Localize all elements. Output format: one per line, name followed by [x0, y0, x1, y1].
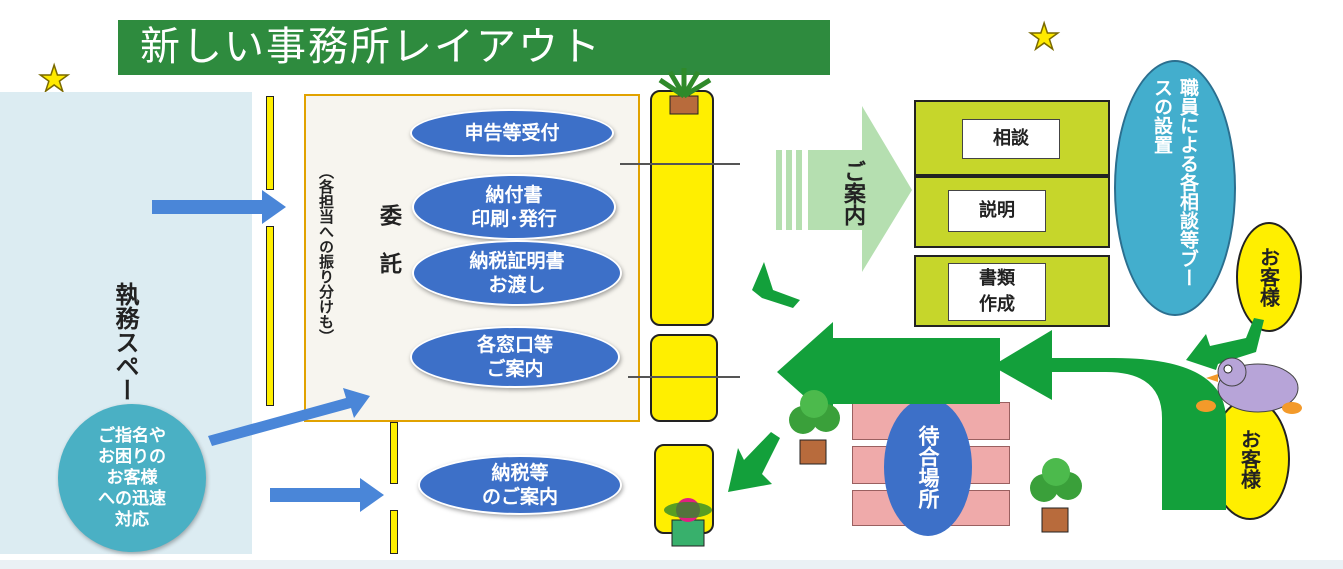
bird-mascot-icon [1196, 357, 1302, 414]
green-arrow [1186, 318, 1264, 370]
quick-response-circle: ご指名や お困りの お客様 への迅速 対応 [58, 404, 206, 552]
delegation-note: （各担当への振り分けも） [317, 164, 335, 344]
star-icon: ★ [1027, 17, 1061, 58]
green-arrow [728, 432, 780, 492]
booth-setup-oval: 職員による各相談等ブースの設置 [1114, 60, 1236, 316]
page-title: 新しい事務所レイアウト [118, 20, 830, 75]
booth-explain: 説明 [914, 176, 1110, 248]
counter-filing: 申告等受付 [410, 109, 614, 157]
blue-arrow [152, 190, 286, 224]
counter-label: のご案内 [481, 486, 558, 508]
counter-label: 申告等受付 [464, 122, 560, 144]
divider-rail [390, 422, 398, 484]
counter-label: お渡し [488, 274, 546, 296]
counter-label: 印刷･発行 [471, 208, 557, 230]
office-space-label: 執務スペース [111, 282, 139, 426]
quick-response-line: への迅速 [98, 488, 166, 509]
counter-tax-cert: 納税証明書 お渡し [412, 240, 622, 306]
booth-label-line: 作成 [979, 294, 1015, 315]
booth-label: 書類 作成 [948, 263, 1046, 321]
counter-rail [650, 90, 714, 326]
booth-label: 相談 [962, 119, 1060, 159]
blue-arrow [208, 388, 370, 446]
waiting-area-label: 待合場所 [916, 425, 940, 509]
booth-label-line: 書類 [979, 268, 1015, 289]
counter-rail [650, 334, 718, 422]
quick-response-line: ご指名や [98, 425, 166, 446]
bottom-strip [0, 560, 1343, 569]
green-arrow [992, 330, 1226, 510]
potted-plant-icon [658, 68, 712, 115]
counter-label: 納税等 [491, 462, 549, 484]
delegation-label: 委託 [376, 204, 401, 300]
divider-line [628, 376, 740, 378]
customer-label: お客様 [1256, 247, 1281, 307]
potted-plant-icon [664, 498, 712, 547]
quick-response-line: 対応 [115, 509, 149, 530]
booth-docs: 書類 作成 [914, 255, 1110, 327]
booth-setup-label: 職員による各相談等ブースの設置 [1151, 78, 1199, 287]
booth-consult: 相談 [914, 100, 1110, 176]
quick-response-line: お困りの [98, 446, 166, 467]
counter-payment-slip: 納付書 印刷･発行 [412, 174, 616, 240]
blue-arrow [270, 478, 384, 512]
divider-rail [266, 226, 274, 406]
divider-line [620, 163, 740, 165]
potted-plant-icon [1030, 458, 1082, 533]
divider-rail [390, 510, 398, 554]
counter-label: 各窓口等 [476, 334, 553, 356]
guide-arrow [776, 106, 912, 272]
guide-label: ご案内 [840, 160, 865, 226]
counter-windows-guide: 各窓口等 ご案内 [410, 326, 620, 388]
counter-label: ご案内 [486, 358, 544, 380]
quick-response-line: お客様 [106, 467, 158, 488]
green-arrow [752, 262, 800, 308]
waiting-area-oval: 待合場所 [884, 398, 972, 536]
customer-badge: お客様 [1236, 222, 1302, 332]
booth-label: 説明 [948, 190, 1046, 232]
counter-tax-guide: 納税等 のご案内 [418, 455, 622, 515]
potted-plant-icon [789, 390, 840, 465]
customer-label: お客様 [1237, 429, 1262, 489]
divider-rail [266, 96, 274, 190]
green-arrow [777, 322, 843, 422]
green-arrow [843, 338, 1000, 404]
counter-label: 納付書 [485, 184, 543, 206]
counter-label: 納税証明書 [469, 250, 565, 272]
